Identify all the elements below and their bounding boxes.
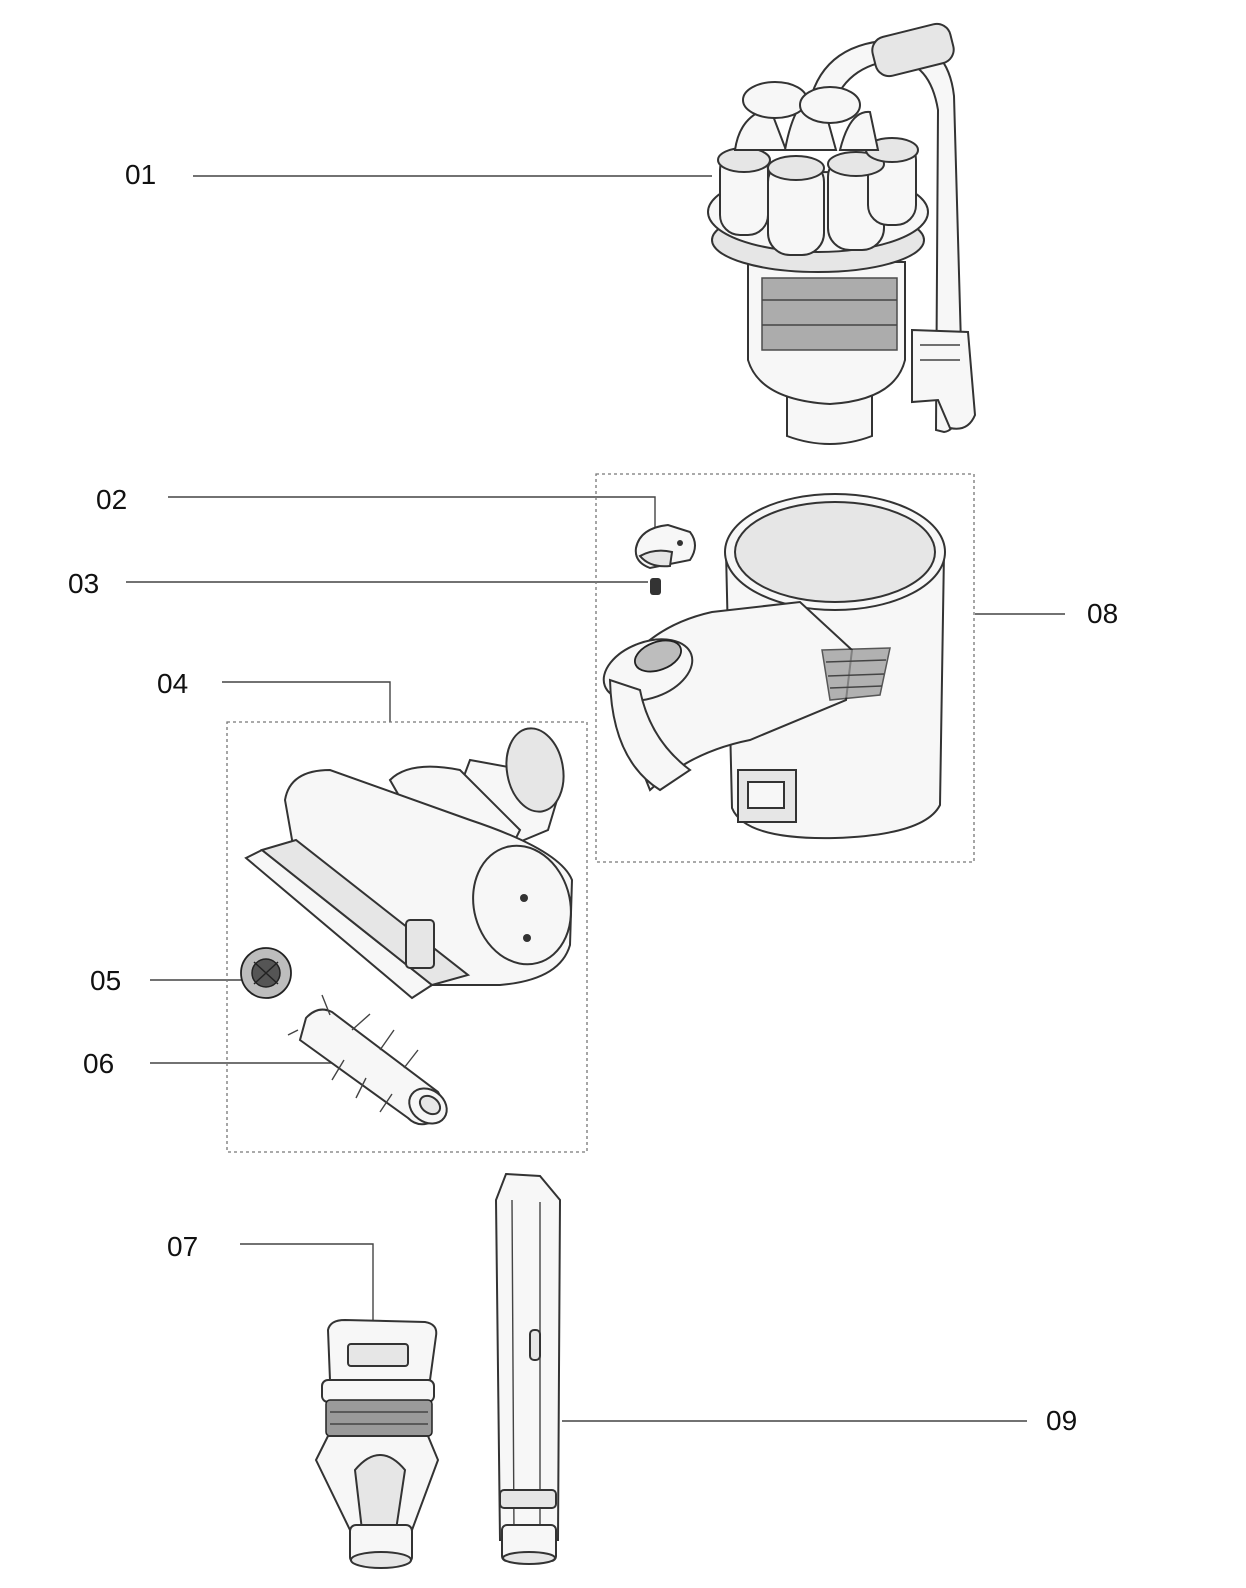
- part-03-spring: [650, 578, 661, 595]
- callout-label-02: 02: [96, 484, 127, 515]
- part-02-release-button: [634, 523, 696, 570]
- callout-label-04: 04: [157, 668, 188, 699]
- part-07-combination-tool: [314, 1318, 440, 1569]
- callout-label-05: 05: [90, 965, 121, 996]
- part-06-brush-bar: [287, 994, 448, 1126]
- part-01-cyclone-assembly: [707, 22, 977, 445]
- leader-line-02: [168, 496, 656, 528]
- group-frame-04: [226, 721, 588, 1153]
- leader-line-07: [240, 1243, 374, 1322]
- callout-label-01: 01: [125, 159, 156, 190]
- callout-label-06: 06: [83, 1048, 114, 1079]
- callout-label-03: 03: [68, 568, 99, 599]
- callout-label-09: 09: [1046, 1405, 1077, 1436]
- callout-label-08: 08: [1087, 598, 1118, 629]
- part-05-end-cap: [240, 947, 292, 999]
- part-08-main-body: [602, 493, 946, 840]
- leader-line-04: [222, 681, 391, 722]
- part-09-crevice-tool: [494, 1172, 562, 1565]
- part-04-tool-head: [244, 727, 574, 1000]
- callout-label-07: 07: [167, 1231, 198, 1262]
- group-frame-08: [595, 473, 975, 863]
